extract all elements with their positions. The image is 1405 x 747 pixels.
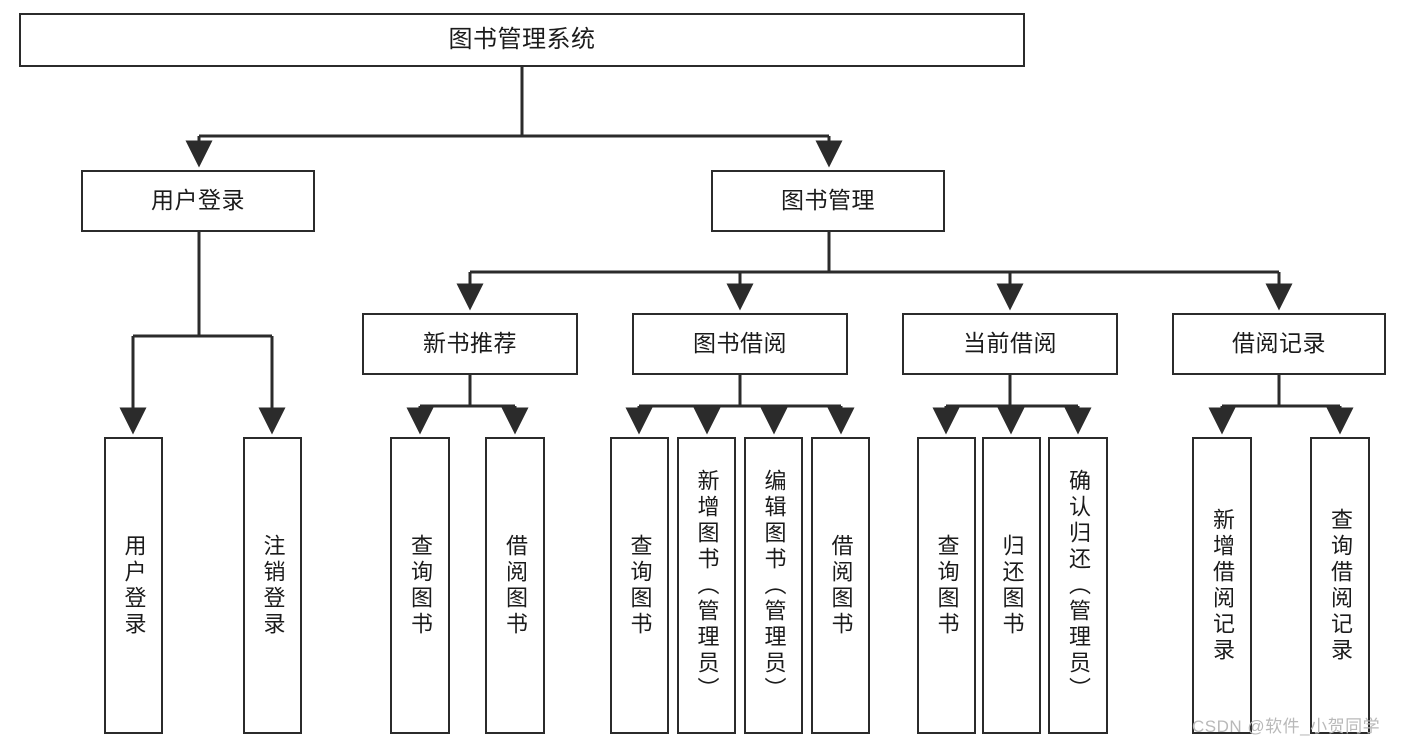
node-user-login[interactable]: 用户登录 — [81, 170, 315, 232]
leaf-borrow-book-new[interactable]: 借阅图书 — [485, 437, 545, 734]
node-current-borrow-label: 当前借阅 — [963, 330, 1057, 357]
node-borrow-record-label: 借阅记录 — [1232, 330, 1326, 357]
node-new-book-recommend-label: 新书推荐 — [423, 330, 517, 357]
node-current-borrow[interactable]: 当前借阅 — [902, 313, 1118, 375]
leaf-borrow-book-label: 借阅图书 — [828, 533, 854, 638]
node-root[interactable]: 图书管理系统 — [19, 13, 1025, 67]
leaf-query-borrow-record-label: 查询借阅记录 — [1328, 507, 1353, 664]
leaf-query-book-new[interactable]: 查询图书 — [390, 437, 450, 734]
leaf-logout[interactable]: 注销登录 — [243, 437, 302, 734]
node-book-manage[interactable]: 图书管理 — [711, 170, 945, 232]
node-book-borrow[interactable]: 图书借阅 — [632, 313, 848, 375]
leaf-add-borrow-record-label: 新增借阅记录 — [1210, 507, 1235, 664]
node-user-login-label: 用户登录 — [151, 187, 245, 214]
leaf-logout-label: 注销登录 — [260, 533, 286, 638]
leaf-query-book-current-label: 查询图书 — [934, 533, 960, 638]
leaf-return-book[interactable]: 归还图书 — [982, 437, 1041, 734]
leaf-borrow-book[interactable]: 借阅图书 — [811, 437, 870, 734]
leaf-query-book-new-label: 查询图书 — [408, 533, 433, 638]
leaf-confirm-return-admin-label: 确认归还（管理员） — [1066, 468, 1091, 703]
leaf-query-book-borrow[interactable]: 查询图书 — [610, 437, 669, 734]
leaf-borrow-book-new-label: 借阅图书 — [503, 533, 528, 638]
node-borrow-record[interactable]: 借阅记录 — [1172, 313, 1386, 375]
leaf-add-book-admin-label: 新增图书（管理员） — [694, 468, 720, 703]
leaf-edit-book-admin[interactable]: 编辑图书（管理员） — [744, 437, 803, 734]
node-book-manage-label: 图书管理 — [781, 187, 875, 214]
node-new-book-recommend[interactable]: 新书推荐 — [362, 313, 578, 375]
leaf-add-borrow-record[interactable]: 新增借阅记录 — [1192, 437, 1252, 734]
leaf-query-book-current[interactable]: 查询图书 — [917, 437, 976, 734]
leaf-query-borrow-record[interactable]: 查询借阅记录 — [1310, 437, 1370, 734]
leaf-query-book-borrow-label: 查询图书 — [627, 533, 653, 638]
node-book-borrow-label: 图书借阅 — [693, 330, 787, 357]
node-root-label: 图书管理系统 — [448, 25, 596, 53]
leaf-add-book-admin[interactable]: 新增图书（管理员） — [677, 437, 736, 734]
leaf-edit-book-admin-label: 编辑图书（管理员） — [761, 468, 787, 703]
leaf-return-book-label: 归还图书 — [999, 533, 1025, 638]
leaf-user-login-label: 用户登录 — [121, 533, 147, 638]
leaf-user-login[interactable]: 用户登录 — [104, 437, 163, 734]
leaf-confirm-return-admin[interactable]: 确认归还（管理员） — [1048, 437, 1108, 734]
